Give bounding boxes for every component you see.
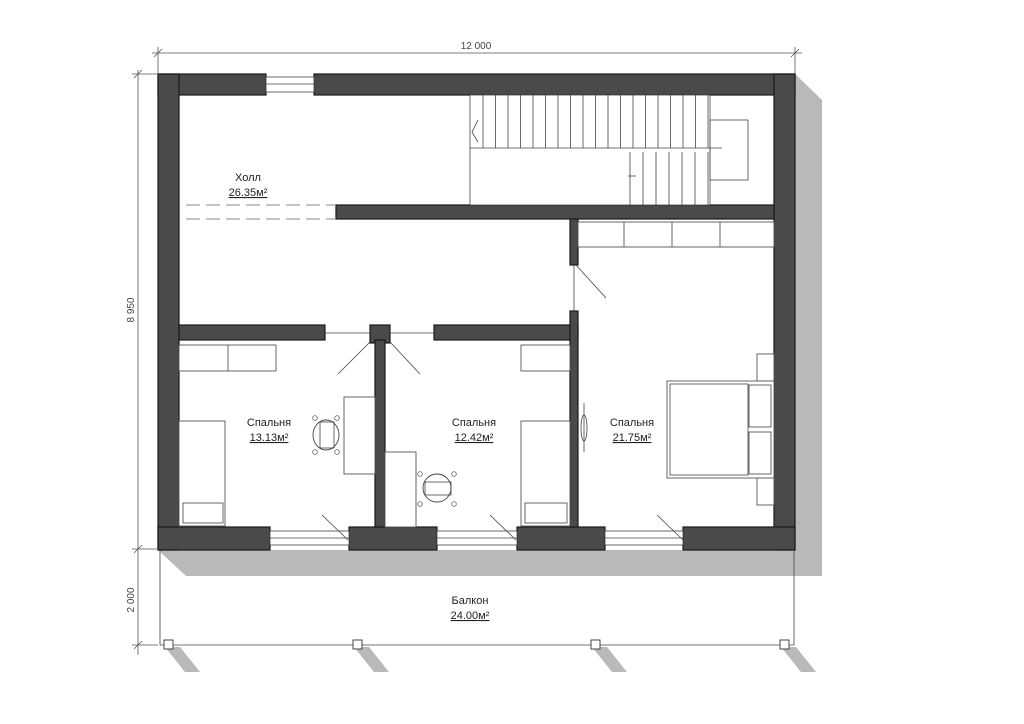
furniture-left-bedroom	[178, 344, 376, 527]
hall-dashed-edge	[186, 204, 336, 220]
room-name: Спальня	[247, 417, 291, 429]
chair-icon	[312, 415, 340, 455]
room-label-hall: Холл 26.35м²	[229, 172, 268, 199]
plan-shadow	[158, 74, 822, 672]
room-area: 12.42м²	[455, 432, 494, 444]
room-label-bedroom-right: Спальня 21.75м²	[610, 417, 654, 444]
depth-dimension-label: 8 950	[126, 297, 137, 322]
room-name: Балкон	[452, 595, 489, 607]
bed-icon	[666, 380, 775, 479]
room-label-balcony: Балкон 24.00м²	[451, 595, 490, 622]
room-name: Спальня	[452, 417, 496, 429]
room-label-bedroom-left: Спальня 13.13м²	[247, 417, 291, 444]
chair-icon	[417, 471, 457, 507]
staircase	[469, 94, 749, 206]
room-name: Спальня	[610, 417, 654, 429]
furniture-middle-bedroom	[384, 344, 571, 528]
interior-walls	[178, 204, 775, 528]
width-dimension-label: 12 000	[461, 41, 492, 52]
room-area: 13.13м²	[250, 432, 289, 444]
room-name: Холл	[235, 172, 261, 184]
balcony-depth-dimension-label: 2 000	[126, 587, 137, 612]
windows	[265, 76, 684, 546]
dimension-width: 12 000	[152, 41, 802, 74]
exterior-walls	[157, 73, 796, 551]
balcony	[159, 550, 795, 650]
room-label-bedroom-middle: Спальня 12.42м²	[452, 417, 496, 444]
room-area: 26.35м²	[229, 187, 268, 199]
dimension-depth: 8 950 2 000	[126, 69, 158, 655]
doors	[321, 264, 684, 541]
furniture-right-bedroom	[577, 221, 775, 506]
room-area: 21.75м²	[613, 432, 652, 444]
room-area: 24.00м²	[451, 610, 490, 622]
